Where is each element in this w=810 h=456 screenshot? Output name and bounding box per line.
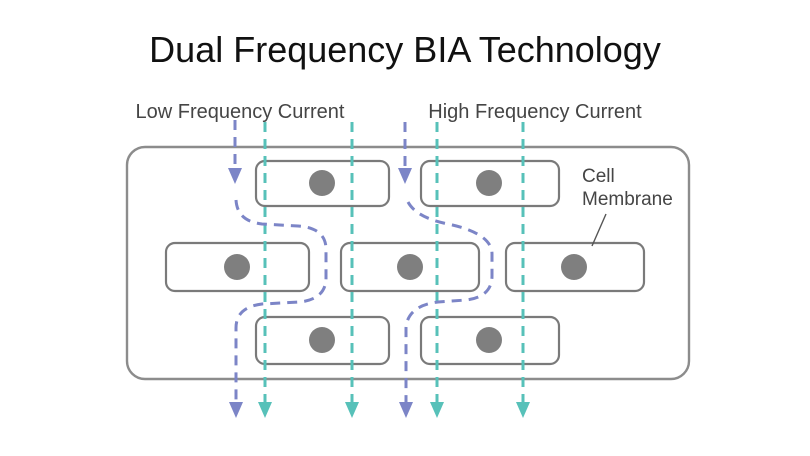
low-frequency-current-line: [399, 201, 494, 418]
cell-nucleus: [476, 327, 502, 353]
tissue-boundary: [125, 145, 691, 381]
cell-membrane-label-line1: Cell: [582, 166, 615, 187]
low-frequency-label: Low Frequency Current: [136, 101, 345, 123]
cell-nucleus: [561, 254, 587, 280]
low-frequency-current-line: [229, 199, 328, 418]
cell: [254, 159, 391, 208]
cell-membrane-label-line2: Membrane: [582, 189, 673, 210]
cell: [419, 159, 561, 208]
cell-nucleus: [224, 254, 250, 280]
cell-membrane-pointer-line: [591, 213, 607, 247]
cell: [254, 315, 391, 366]
cell: [419, 315, 561, 366]
cell-nucleus: [476, 170, 502, 196]
cell-nucleus: [309, 170, 335, 196]
cell: [504, 241, 646, 293]
page-title: Dual Frequency BIA Technology: [149, 29, 661, 70]
cell-nucleus: [397, 254, 423, 280]
high-frequency-label: High Frequency Current: [428, 101, 642, 123]
cell: [339, 241, 481, 293]
cell-nucleus: [309, 327, 335, 353]
cell: [164, 241, 311, 293]
